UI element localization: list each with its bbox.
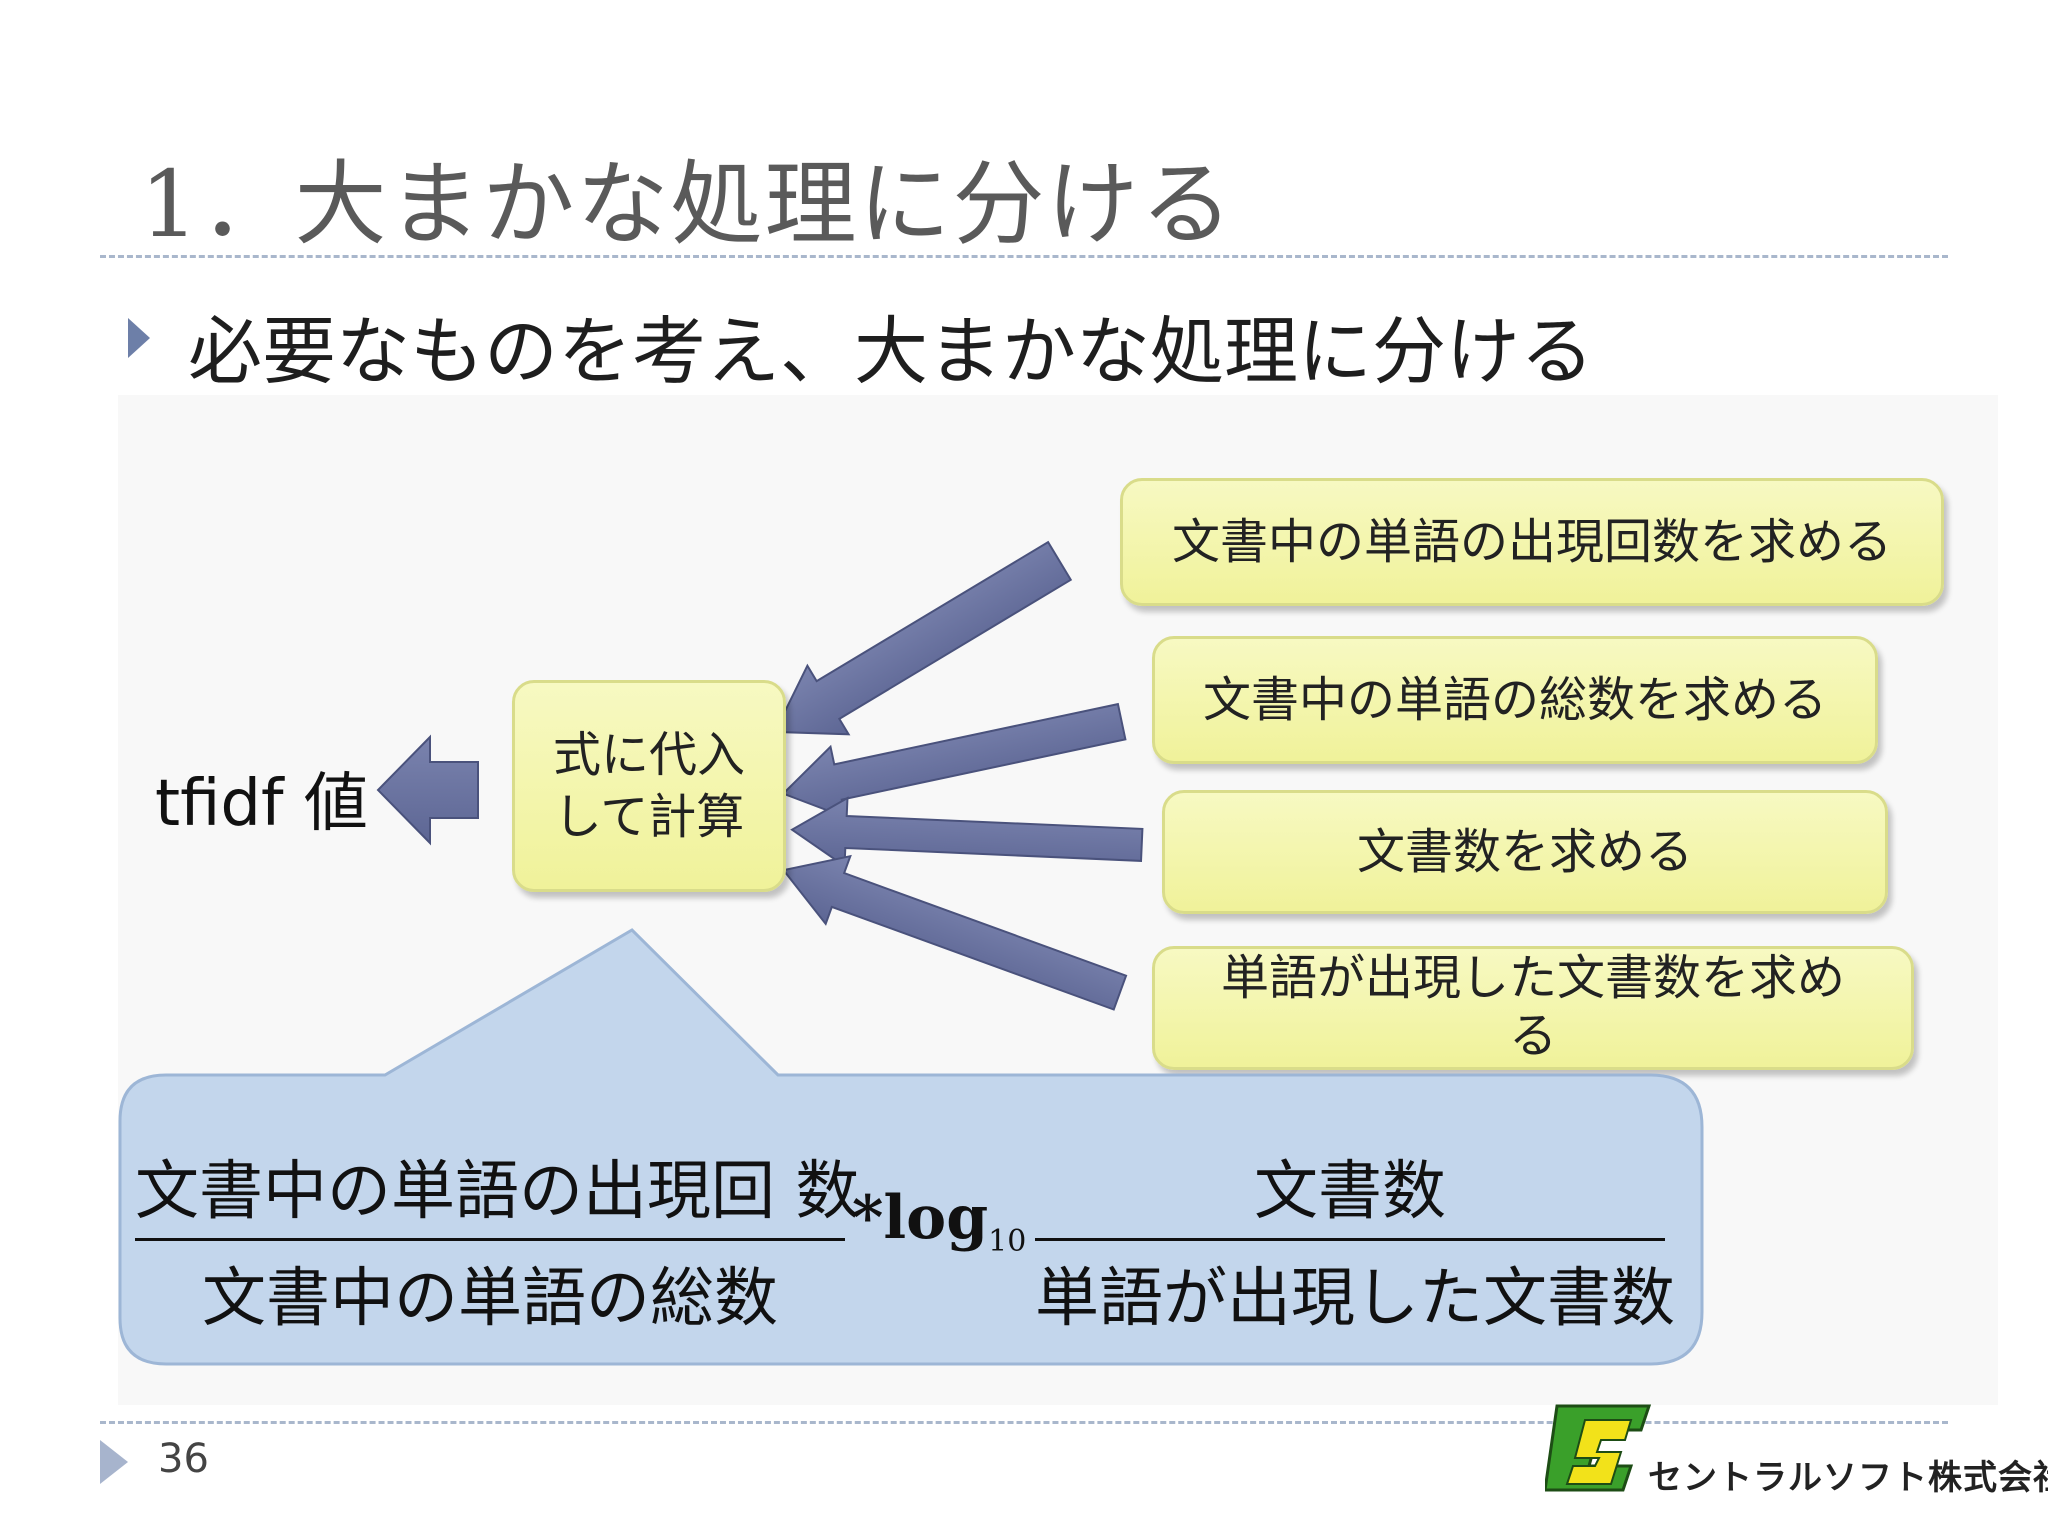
footer-arrow-icon bbox=[100, 1440, 128, 1484]
step-box-1: 文書中の単語の出現回数を求める bbox=[1120, 478, 1944, 606]
fraction-1-bar bbox=[135, 1238, 845, 1241]
compute-box-line-1: 式に代入 bbox=[552, 726, 745, 783]
fraction-2-bar bbox=[1035, 1238, 1665, 1241]
step-box-4-line-2: る bbox=[1508, 1008, 1557, 1064]
company-logo-icon bbox=[1545, 1404, 1652, 1492]
company-name: セントラルソフト株式会社 bbox=[1648, 1458, 2048, 1498]
tfidf-formula: 文書中の単語の出現回 数 文書中の単語の総数 *log10 文書数 単語が出現し… bbox=[120, 1075, 1700, 1365]
page-number: 36 bbox=[158, 1436, 209, 1482]
compute-box: 式に代入 して計算 bbox=[512, 680, 786, 892]
fraction-2-denominator: 単語が出現した文書数 bbox=[1035, 1262, 1675, 1336]
fraction-1-numerator: 文書中の単語の出現回 数 bbox=[135, 1155, 860, 1229]
log-operator: *log10 bbox=[852, 1183, 1026, 1259]
fraction-1-denominator: 文書中の単語の総数 bbox=[202, 1262, 778, 1336]
title-divider bbox=[100, 255, 1948, 258]
step-arrow-1-icon bbox=[773, 540, 1073, 736]
compute-box-line-2: して計算 bbox=[553, 789, 745, 845]
log-operator-text: *log bbox=[852, 1183, 989, 1253]
step-box-1-label: 文書中の単語の出現回数を求める bbox=[1171, 513, 1892, 570]
fraction-2-numerator: 文書数 bbox=[1254, 1155, 1446, 1229]
step-box-4: 単語が出現した文書数を求め る bbox=[1152, 946, 1914, 1070]
step-box-3-label: 文書数を求める bbox=[1356, 823, 1693, 880]
bullet-text: 必要なものを考え、大まかな処理に分ける bbox=[188, 309, 1594, 395]
log-base: 10 bbox=[988, 1224, 1027, 1259]
bullet-arrow-icon bbox=[128, 318, 150, 358]
formula-fraction-2: 文書数 単語が出現した文書数 bbox=[1035, 1140, 1675, 1339]
slide-title: 1．大まかな処理に分ける bbox=[140, 151, 1235, 258]
result-arrow-icon bbox=[376, 734, 479, 846]
step-box-3: 文書数を求める bbox=[1162, 790, 1888, 914]
step-arrow-4-icon bbox=[781, 854, 1128, 1011]
footer-divider bbox=[100, 1421, 1948, 1424]
tfidf-value-label: tfidf 値 bbox=[155, 767, 368, 841]
formula-fraction-1: 文書中の単語の出現回 数 文書中の単語の総数 bbox=[135, 1140, 860, 1339]
step-box-4-line-1: 単語が出現した文書数を求め bbox=[1220, 950, 1845, 1007]
step-box-2-label: 文書中の単語の総数を求める bbox=[1202, 671, 1827, 728]
step-box-2: 文書中の単語の総数を求める bbox=[1152, 636, 1878, 764]
